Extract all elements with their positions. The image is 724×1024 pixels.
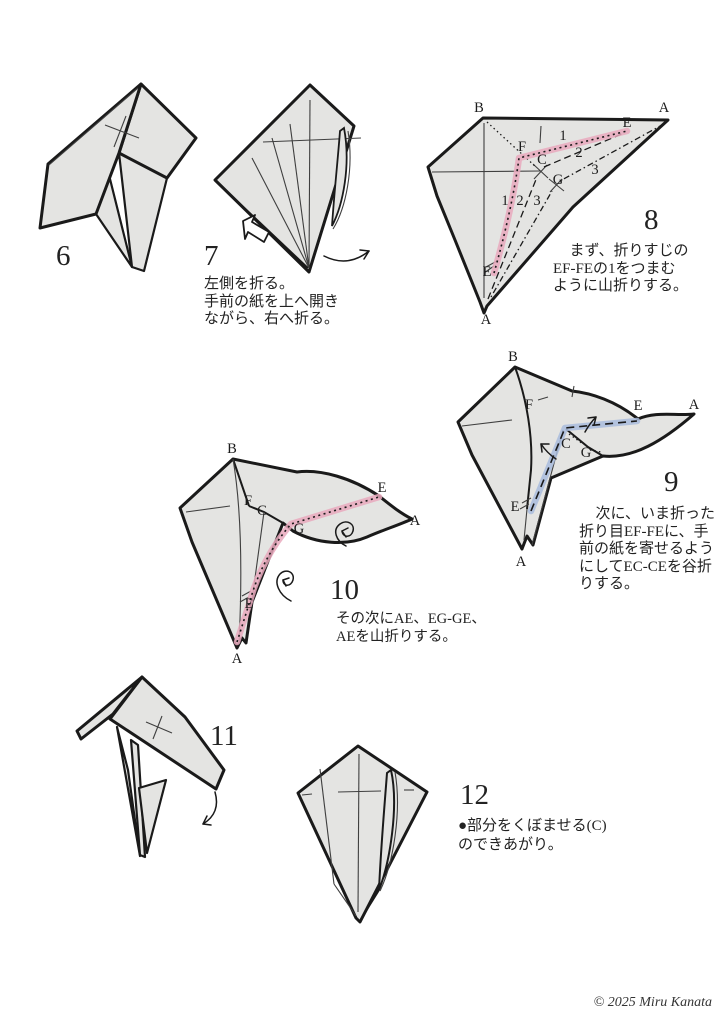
fig8-vertex-labels: B A E F C G 1 2 3 1 2 3 E A — [474, 100, 670, 328]
vertex-label-a-bot: A — [232, 651, 243, 667]
crease-number-3-mid: 3 — [533, 193, 540, 209]
vertex-label-e-top: E — [634, 398, 643, 414]
vertex-label-a-bot: A — [481, 312, 492, 328]
fig9-mountain-marks — [568, 433, 602, 453]
step-caption-10: その次にAE、EG-GE、 AEを山折りする。 — [336, 611, 486, 645]
fig10-vertex-labels: B F C G E A E A — [227, 441, 421, 667]
fig9-direction-arrows — [540, 416, 597, 460]
crease-number-3-top: 3 — [591, 162, 598, 178]
fig-8-diagram: B A E F C G 1 2 3 1 2 3 E A — [426, 100, 670, 328]
vertex-label-g: G — [553, 172, 564, 188]
vertex-label-e-bot: E — [511, 499, 520, 515]
fig12-paper-shape — [296, 744, 429, 924]
vertex-label-b: B — [227, 441, 237, 457]
step-caption-12: ●部分をくぼませる(C) のできあがり。 — [458, 818, 607, 853]
vertex-label-c: C — [257, 503, 267, 519]
vertex-label-c: C — [561, 436, 571, 452]
vertex-label-a-top: A — [659, 100, 670, 116]
fig-6-diagram — [38, 82, 198, 273]
fig11-crease-lines — [145, 715, 173, 740]
fig-7-diagram — [213, 83, 370, 274]
fig10-highlighted-fold-aege — [233, 493, 383, 646]
fig9-layer-edges — [514, 366, 604, 510]
step-caption-9: 次に、いま折った 折り目EF-FEに、手 前の紙を寄せるよう にしてEC-CEを… — [579, 506, 716, 592]
fig12-crease-lines — [301, 753, 414, 917]
fig11-left-flap — [75, 675, 144, 741]
copyright-notice: © 2025 Miru Kanata — [593, 995, 712, 1010]
step-number-7: 7 — [204, 240, 219, 272]
fig7-right-flap — [331, 126, 351, 230]
fig-12-diagram — [296, 744, 429, 924]
fig-9-diagram: B F E A C G E A — [456, 349, 700, 570]
step-caption-8: まず、折りすじの EF-FEの1をつまむ ように山折りする。 — [553, 243, 689, 294]
fig7-fold-arrow-icon — [323, 249, 370, 262]
vertex-label-c: C — [537, 152, 547, 168]
crease-number-1-mid: 1 — [501, 193, 508, 209]
fig6-crease-lines — [48, 87, 140, 166]
vertex-label-e-bot: E — [483, 264, 492, 280]
vertex-label-a-right: A — [689, 397, 700, 413]
fig-11-diagram — [75, 675, 226, 859]
vertex-label-f: F — [244, 493, 252, 509]
fig8-mountain-line-ag — [490, 190, 553, 298]
crease-number-1-top: 1 — [559, 128, 566, 144]
fig7-paper-shape — [213, 83, 356, 274]
vertex-label-a-bot: A — [516, 554, 527, 570]
fig11-legs — [115, 725, 168, 859]
fig10-rollover-arrows — [276, 521, 355, 602]
crease-number-2-top: 2 — [575, 145, 582, 161]
vertex-label-f: F — [525, 397, 533, 413]
vertex-label-g: G — [581, 445, 592, 461]
step-number-6: 6 — [56, 240, 71, 272]
fig8-fold-line-bc — [486, 121, 537, 168]
fig7-open-arrow-icon — [242, 214, 270, 243]
fig10-layer-edges — [232, 458, 284, 524]
fig8-mountain-line-ga — [559, 124, 663, 182]
fig9-highlighted-fold-ecce — [527, 417, 641, 515]
fig-10-diagram: B F C G E A E A — [178, 441, 421, 667]
fig12-right-flap — [360, 768, 398, 920]
step-number-10: 10 — [330, 574, 359, 606]
vertex-label-f: F — [518, 139, 526, 155]
vertex-label-b: B — [474, 100, 484, 116]
fig8-highlighted-fold-efe — [490, 127, 631, 277]
step-number-8: 8 — [644, 204, 659, 236]
vertex-label-g: G — [294, 521, 305, 537]
step-number-11: 11 — [210, 720, 238, 752]
vertex-label-e-top: E — [378, 480, 387, 496]
vertex-label-b: B — [508, 349, 518, 365]
fig6-paper-shape — [38, 82, 198, 273]
step-caption-7: 左側を折る。 手前の紙を上へ開き ながら、右へ折る。 — [204, 276, 340, 327]
fig8-crease-lines — [431, 123, 565, 298]
step-number-12: 12 — [460, 779, 489, 811]
fig8-valley-line-ce — [543, 132, 625, 168]
fig8-paper-shape — [426, 116, 670, 315]
vertex-label-e-bot: E — [245, 596, 254, 612]
fig11-fold-arrow-icon — [202, 791, 218, 826]
step-number-9: 9 — [664, 466, 679, 498]
fig7-layer-edge — [218, 183, 309, 269]
fig9-vertex-labels: B F E A C G E A — [508, 349, 700, 570]
vertex-label-e-top: E — [623, 115, 632, 131]
vertex-label-a-right: A — [410, 513, 421, 529]
crease-number-2-mid: 2 — [516, 193, 523, 209]
